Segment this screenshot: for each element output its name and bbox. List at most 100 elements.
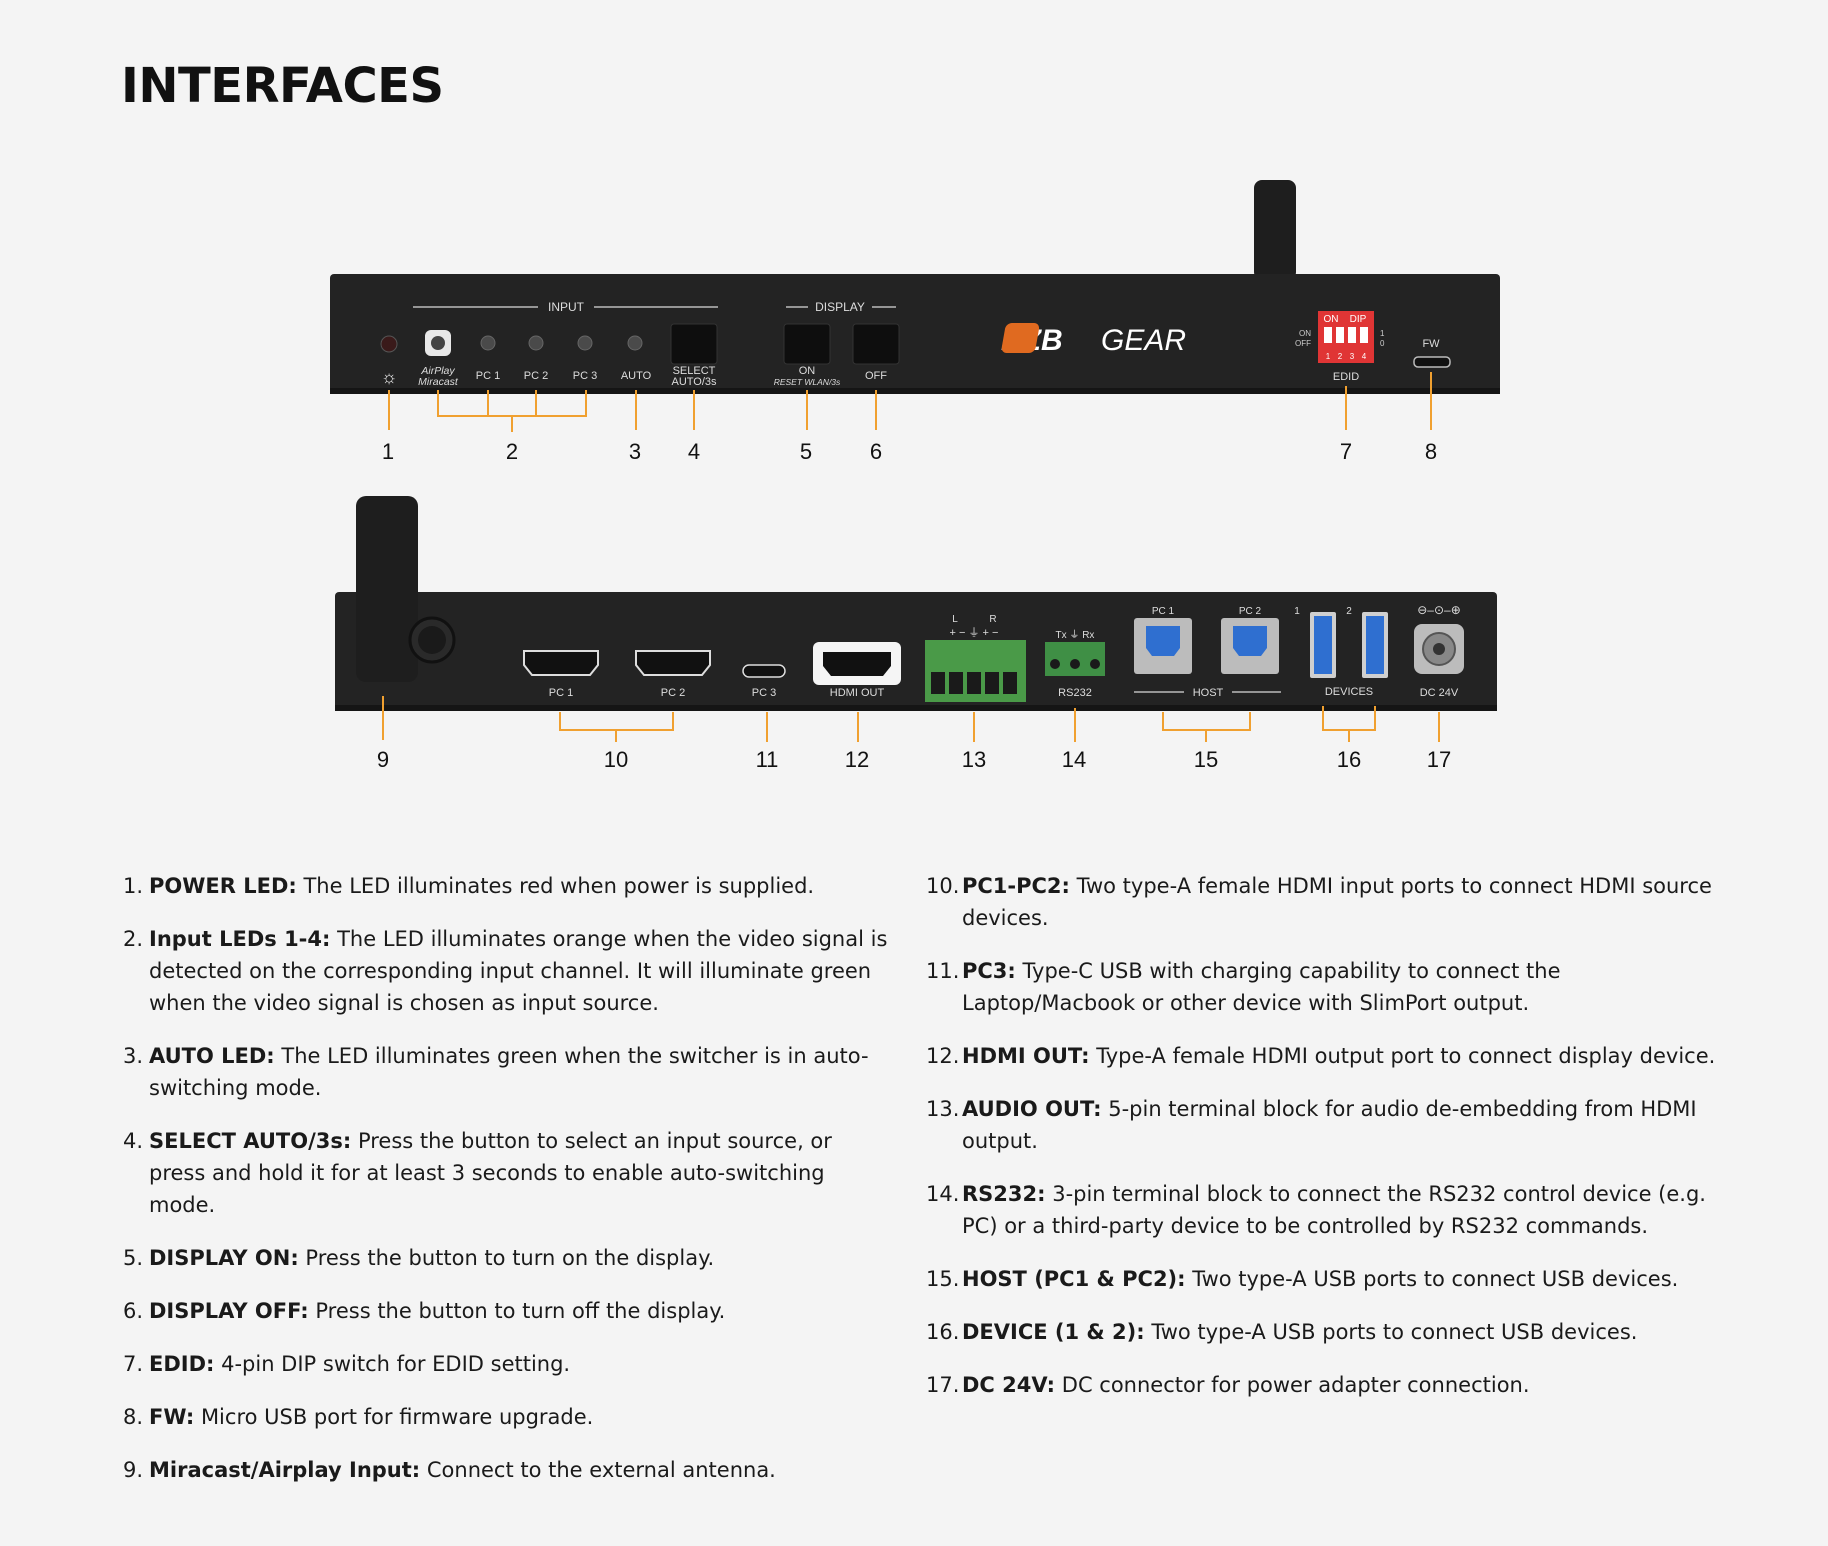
description-item: 9.Miracast/Airplay Input: Connect to the… (123, 1454, 893, 1486)
description-item: 16.DEVICE (1 & 2): Two type-A USB ports … (926, 1316, 1726, 1348)
description-term: EDID: (149, 1352, 215, 1376)
usb-host-pc2-port[interactable] (1221, 618, 1279, 674)
description-number: 15. (926, 1267, 960, 1291)
description-item: 13.AUDIO OUT: 5-pin terminal block for a… (926, 1093, 1726, 1157)
description-text: Two type-A USB ports to connect USB devi… (1144, 1320, 1638, 1344)
callout-13: 13 (962, 747, 986, 772)
description-item: 2.Input LEDs 1-4: The LED illuminates or… (123, 923, 893, 1019)
description-text: 5-pin terminal block for audio de-embedd… (962, 1097, 1697, 1153)
description-number: 9. (123, 1458, 144, 1482)
select-button[interactable] (670, 323, 718, 365)
hdmi-pc1-label: PC 1 (549, 687, 573, 699)
description-item: 8.FW: Micro USB port for firmware upgrad… (123, 1401, 893, 1433)
airplay-label-1: AirPlay (420, 365, 455, 377)
dip-num-2: 2 (1338, 352, 1343, 361)
description-term: DEVICE (1 & 2): (962, 1320, 1145, 1344)
host-pc2-label: PC 2 (1239, 606, 1262, 617)
reset-wlan-label: RESET WLAN/3s (774, 377, 841, 387)
front-chassis (330, 274, 1500, 394)
callout-8: 8 (1425, 439, 1437, 464)
description-item: 1.POWER LED: The LED illuminates red whe… (123, 870, 893, 902)
pc3-label: PC 3 (573, 370, 597, 382)
description-term: Input LEDs 1-4: (149, 927, 331, 951)
display-off-button[interactable] (852, 323, 900, 365)
power-icon: ☼ (381, 367, 398, 387)
hdmi-pc2-port[interactable] (635, 650, 711, 676)
fw-micro-usb-port[interactable] (1413, 356, 1451, 368)
brand-logo: BZB GEAR (1001, 323, 1186, 357)
callout-14: 14 (1062, 747, 1086, 772)
dc-label: DC 24V (1420, 687, 1459, 699)
description-text: Micro USB port for firmware upgrade. (194, 1405, 594, 1429)
pc1-label: PC 1 (476, 370, 500, 382)
description-text: Two type-A USB ports to connect USB devi… (1185, 1267, 1679, 1291)
audio-out-terminal[interactable] (925, 640, 1026, 702)
audio-l-label: L (952, 614, 958, 625)
select-label-2: AUTO/3s (671, 376, 717, 388)
device-2-label: 2 (1346, 606, 1352, 617)
description-text: Connect to the external antenna. (420, 1458, 776, 1482)
display-on-button[interactable] (783, 323, 831, 365)
description-term: DISPLAY OFF: (149, 1299, 309, 1323)
description-number: 14. (926, 1182, 960, 1206)
audio-r-label: R (989, 614, 996, 625)
audio-pin-labels: + − ⏚ + − (950, 626, 999, 639)
description-item: 12.HDMI OUT: Type-A female HDMI output p… (926, 1040, 1726, 1072)
rs232-pin-labels: Tx ⏚ Rx (1056, 629, 1095, 641)
hdmi-pc1-port[interactable] (523, 650, 599, 676)
airplay-label-2: Miracast (418, 376, 459, 388)
front-panel: INPUT DISPLAY ☼ AirPlay Miracast PC 1 PC… (330, 180, 1500, 464)
dip-side-off: OFF (1295, 339, 1311, 348)
usbc-pc3-port[interactable] (742, 664, 786, 678)
description-number: 7. (123, 1352, 144, 1376)
description-term: PC3: (962, 959, 1016, 983)
power-led (380, 335, 398, 353)
rs232-terminal[interactable] (1045, 642, 1105, 676)
usb-host-pc1-port[interactable] (1134, 618, 1192, 674)
pc1-led (480, 335, 496, 351)
usbc-pc3-label: PC 3 (752, 687, 776, 699)
display-group-label: DISPLAY (815, 300, 865, 314)
dc-power-jack[interactable] (1414, 624, 1464, 674)
display-on-label: ON (799, 365, 816, 377)
description-text: 4-pin DIP switch for EDID setting. (214, 1352, 571, 1376)
description-number: 3. (123, 1044, 144, 1068)
dip-on-label: ON (1324, 314, 1339, 325)
description-text: Press the button to turn off the display… (308, 1299, 726, 1323)
host-label: HOST (1193, 687, 1224, 699)
usb-device-1-port[interactable] (1310, 612, 1336, 678)
description-item: 17.DC 24V: DC connector for power adapte… (926, 1369, 1726, 1401)
description-text: Two type-A female HDMI input ports to co… (962, 874, 1712, 930)
description-term: RS232: (962, 1182, 1046, 1206)
pc3-led (577, 335, 593, 351)
description-item: 6.DISPLAY OFF: Press the button to turn … (123, 1295, 893, 1327)
description-number: 4. (123, 1129, 144, 1153)
dip-side-on: ON (1299, 329, 1311, 338)
description-item: 10.PC1-PC2: Two type-A female HDMI input… (926, 870, 1726, 934)
pc2-led (528, 335, 544, 351)
select-label-1: SELECT (673, 365, 716, 377)
interfaces-diagram: INPUT DISPLAY ☼ AirPlay Miracast PC 1 PC… (330, 180, 1500, 772)
edid-dip-switch[interactable]: ON DIP 1 2 3 4 (1318, 311, 1374, 363)
description-term: FW: (149, 1405, 195, 1429)
description-text: Press the button to turn on the display. (298, 1246, 715, 1270)
dip-side-zero: 0 (1380, 339, 1385, 348)
description-list-right: 10.PC1-PC2: Two type-A female HDMI input… (926, 870, 1726, 1422)
front-antenna (1254, 180, 1296, 280)
description-number: 8. (123, 1405, 144, 1429)
usb-device-2-port[interactable] (1362, 612, 1388, 678)
rear-chassis (335, 592, 1497, 711)
auto-label: AUTO (621, 370, 652, 382)
description-text: Press the button to select an input sour… (149, 1129, 832, 1217)
description-number: 1. (123, 874, 144, 898)
callout-16: 16 (1337, 747, 1361, 772)
description-text: Type-A female HDMI output port to connec… (1089, 1044, 1716, 1068)
description-term: DC 24V: (962, 1373, 1056, 1397)
display-off-label: OFF (865, 370, 887, 382)
description-number: 6. (123, 1299, 144, 1323)
pc2-label: PC 2 (524, 370, 548, 382)
hdmi-out-port[interactable] (823, 652, 891, 676)
description-number: 17. (926, 1373, 960, 1397)
dip-num-1: 1 (1326, 352, 1331, 361)
front-callout-lines (388, 372, 1432, 432)
